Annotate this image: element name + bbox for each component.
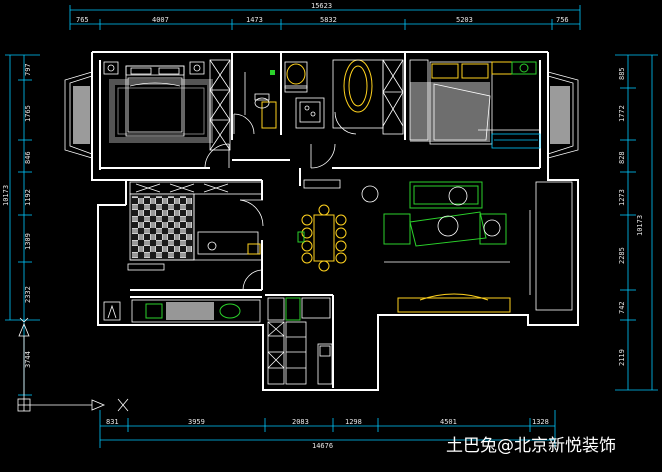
kitchen: [103, 181, 263, 323]
left-dimension-segment: 1192: [24, 189, 32, 206]
bottom-dimension-segment: 1298: [345, 418, 362, 426]
top-dimension-segment: 756: [556, 16, 569, 24]
left-dimension-segment: 797: [24, 63, 32, 76]
second-bedroom: [409, 59, 541, 149]
left-dimension-segment: 1765: [24, 105, 32, 122]
door-swings: [204, 111, 357, 291]
bottom-dimension-segment: 3959: [188, 418, 205, 426]
bottom-dimension-chain: 831 3959 2083 1298 4501 1328 14676: [99, 410, 556, 450]
top-overall-dimension: 15623: [311, 2, 332, 10]
left-dimension-segment: 846: [24, 151, 32, 164]
right-dimension-segment: 2285: [618, 247, 626, 264]
right-dimension-segment: 885: [618, 67, 626, 80]
ucs-axis-icon: [17, 317, 129, 412]
bottom-dimension-segment: 4501: [440, 418, 457, 426]
bottom-dimension-segment: 2083: [292, 418, 309, 426]
left-dimension-chain: 10173 3744 797 1765 846 1192 1309 2332: [2, 54, 40, 396]
interior-walls: [100, 52, 540, 390]
watermark-text: 土巴兔@北京新悦装饰: [446, 436, 616, 456]
bay-window-right: [547, 71, 579, 159]
top-dimension-segment: 5832: [320, 16, 337, 24]
right-dimension-segment: 742: [618, 301, 626, 314]
bottom-overall-dimension: 14676: [312, 442, 333, 450]
exterior-walls: [91, 51, 579, 391]
right-dimension-segment: 1772: [618, 105, 626, 122]
bottom-dimension-segment: 831: [106, 418, 119, 426]
top-dimension-segment: 5203: [456, 16, 473, 24]
bathroom-main: [284, 59, 404, 135]
right-dimension-chain: 10173 885 1772 828 1273 2285 742 2119: [615, 54, 658, 391]
right-dimension-segment: 1273: [618, 189, 626, 206]
bottom-dimension-segment: 1328: [532, 418, 549, 426]
living-room: [361, 181, 573, 313]
top-dimension-segment: 1473: [246, 16, 263, 24]
left-dimension-segment: 2332: [24, 286, 32, 303]
bay-window-left: [64, 71, 93, 159]
top-dimension-segment: 765: [76, 16, 89, 24]
dining-table: [297, 179, 347, 272]
left-dimension-segment: 1309: [24, 233, 32, 250]
top-dimension-chain: 15623 765 4007 1473 5832 5203 756: [69, 2, 581, 30]
right-dimension-segment: 828: [618, 151, 626, 164]
left-lower-dimension: 3744: [24, 351, 32, 368]
right-dimension-segment: 2119: [618, 349, 626, 366]
right-overall-dimension: 10173: [636, 215, 644, 236]
top-dimension-segment: 4007: [152, 16, 169, 24]
master-bedroom: [103, 59, 231, 151]
entry-closet: [267, 297, 333, 385]
left-overall-dimension: 10173: [2, 185, 10, 206]
bathroom-small: [244, 70, 277, 129]
